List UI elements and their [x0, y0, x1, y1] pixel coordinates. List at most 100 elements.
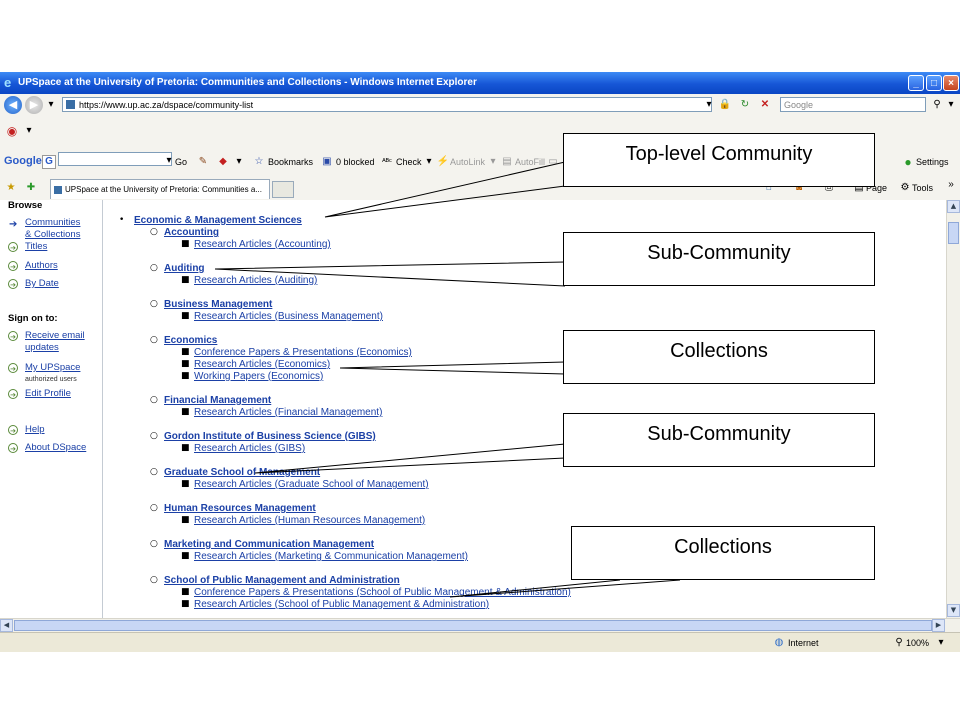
autolink-dropdown-icon[interactable]: ▾ [490, 156, 496, 167]
sidebar-link-my-upspace[interactable]: My UPSpace [25, 362, 81, 373]
vertical-scroll-thumb[interactable] [948, 222, 959, 244]
google-mail-icon[interactable]: ◆ [219, 156, 227, 167]
acrobat-icon[interactable]: ◉ [6, 124, 18, 138]
tool-dropdown-icon[interactable]: ▾ [236, 156, 242, 167]
sub-community-link[interactable]: Gordon Institute of Business Science (GI… [164, 431, 376, 442]
authorized-users-note: authorized users [25, 376, 77, 383]
check-button[interactable]: Check [396, 157, 422, 167]
collection-link[interactable]: Research Articles (School of Public Mana… [194, 599, 490, 610]
settings-button[interactable]: Settings [916, 157, 949, 167]
acrobat-dropdown-icon[interactable]: ▾ [26, 125, 32, 136]
collection-link[interactable]: Conference Papers & Presentations (Econo… [194, 347, 412, 358]
sidebar-link-help[interactable]: Help [25, 424, 45, 435]
bullet-square-icon: ■ [181, 275, 190, 285]
google-dropdown-icon[interactable]: ▾ [166, 155, 172, 166]
vertical-scrollbar[interactable]: ▲ ▼ [946, 200, 960, 618]
scroll-left-icon[interactable]: ◀ [0, 619, 13, 632]
sidebar-link-by-date[interactable]: By Date [25, 278, 59, 289]
sidebar-link-titles[interactable]: Titles [25, 241, 48, 252]
sub-community-link[interactable]: Business Management [164, 299, 273, 310]
print-icon[interactable]: ⎙ [825, 182, 833, 193]
collection-link[interactable]: Research Articles (Marketing & Communica… [194, 551, 468, 562]
search-icon[interactable]: ⚲ [933, 99, 941, 110]
google-go-button[interactable]: Go [175, 157, 188, 167]
search-options-icon[interactable]: ▾ [948, 99, 954, 110]
popups-blocked-label[interactable]: 0 blocked [336, 157, 375, 167]
tools-menu[interactable]: Tools [912, 183, 934, 193]
back-button[interactable]: ◀ [4, 96, 22, 114]
zoom-icon[interactable]: ⚲ [895, 637, 903, 648]
autofill-button[interactable]: AutoFill [515, 157, 546, 167]
collection-link[interactable]: Conference Papers & Presentations (Schoo… [194, 587, 571, 598]
page-icon [66, 100, 75, 109]
sub-community-link[interactable]: Marketing and Communication Management [164, 539, 375, 550]
toolbar-tool-icon[interactable]: ✎ [198, 156, 208, 167]
sidebar-link-authors[interactable]: Authors [25, 260, 58, 271]
sidebar-link-about[interactable]: About DSpace [25, 442, 87, 453]
scroll-up-icon[interactable]: ▲ [947, 200, 960, 213]
sub-community-link[interactable]: Financial Management [164, 395, 272, 406]
sub-community-link[interactable]: Economics [164, 335, 218, 346]
minimize-button[interactable]: _ [908, 75, 924, 91]
sub-community-link[interactable]: Graduate School of Management [164, 467, 321, 478]
collection-link[interactable]: Research Articles (Business Management) [194, 311, 383, 322]
sidebar-link-communities[interactable]: Communities & Collections [25, 217, 101, 241]
page-icon[interactable]: ▤ [854, 182, 864, 193]
scroll-down-icon[interactable]: ▼ [947, 604, 960, 617]
globe-icon: ◍ [774, 637, 784, 648]
sidebar: Browse ➔ Communities & Collections ➔ Tit… [0, 200, 103, 618]
sub-community-link[interactable]: Human Resources Management [164, 503, 316, 514]
collection-link[interactable]: Research Articles (Auditing) [194, 275, 318, 286]
autofill-icon[interactable]: ▤ [502, 156, 512, 167]
horizontal-scroll-thumb[interactable] [14, 620, 932, 631]
horizontal-scrollbar[interactable]: ◀ ▶ [0, 618, 960, 632]
page-menu[interactable]: Page [866, 183, 888, 193]
autolink-icon[interactable]: ⚡ [436, 156, 450, 167]
feeds-icon[interactable]: ◙ [795, 182, 803, 193]
top-level-community-link[interactable]: Economic & Management Sciences [134, 215, 302, 226]
address-input[interactable]: https://www.up.ac.za/dspace/community-li… [62, 97, 712, 112]
more-chevron-icon[interactable]: » [948, 179, 954, 190]
check-dropdown-icon[interactable]: ▾ [426, 156, 432, 167]
sidebar-link-receive-email[interactable]: Receive email updates [25, 330, 101, 354]
home-icon[interactable]: ⌂ [765, 182, 773, 193]
tab-upspace[interactable]: UPSpace at the University of Pretoria: C… [50, 179, 270, 199]
search-input[interactable]: Google [780, 97, 926, 112]
autolink-button[interactable]: AutoLink [450, 157, 486, 167]
collection-link[interactable]: Research Articles (Human Resources Manag… [194, 515, 426, 526]
collection-link[interactable]: Research Articles (Financial Management) [194, 407, 383, 418]
chevron-down-icon[interactable]: ▾ [48, 99, 54, 110]
lock-icon[interactable]: 🔒 [718, 99, 732, 110]
stop-icon[interactable]: ✕ [760, 99, 770, 110]
collection-link[interactable]: Research Articles (Accounting) [194, 239, 331, 250]
refresh-icon[interactable]: ↻ [740, 99, 750, 110]
popup-blocker-icon[interactable]: ▣ [322, 156, 332, 167]
scroll-right-icon[interactable]: ▶ [932, 619, 945, 632]
favorites-star-icon[interactable]: ★ [6, 182, 16, 193]
collection-link[interactable]: Research Articles (Graduate School of Ma… [194, 479, 429, 490]
sidebar-link-edit-profile[interactable]: Edit Profile [25, 388, 71, 399]
bullet-circle-icon: ○ [150, 503, 158, 513]
sub-community-link[interactable]: Auditing [164, 263, 205, 274]
collection-link[interactable]: Working Papers (Economics) [194, 371, 324, 382]
close-button[interactable]: × [943, 75, 959, 91]
zoom-dropdown-icon[interactable]: ▾ [938, 637, 944, 648]
sub-community-link[interactable]: Accounting [164, 227, 219, 238]
google-g-icon[interactable]: G [42, 155, 56, 169]
sub-community-link[interactable]: School of Public Management and Administ… [164, 575, 400, 586]
settings-status-icon[interactable]: ● [904, 155, 912, 169]
bookmarks-button[interactable]: Bookmarks [268, 157, 314, 167]
collection-link[interactable]: Research Articles (Economics) [194, 359, 331, 370]
collection-link[interactable]: Research Articles (GIBS) [194, 443, 306, 454]
address-dropdown-icon[interactable]: ▾ [706, 99, 712, 110]
google-search-input[interactable] [58, 152, 172, 166]
zoom-level[interactable]: 100% [906, 638, 930, 648]
spellcheck-icon[interactable]: ᴬᴮᶜ [382, 157, 392, 166]
maximize-button[interactable]: □ [926, 75, 942, 91]
forward-button[interactable]: ▶ [25, 96, 43, 114]
bookmarks-star-icon[interactable]: ☆ [254, 156, 264, 167]
send-to-icon[interactable]: ▭ [548, 156, 558, 167]
tools-gear-icon[interactable]: ⚙ [900, 182, 910, 193]
add-favorite-icon[interactable]: ✚ [26, 182, 36, 193]
new-tab-button[interactable] [272, 181, 294, 198]
